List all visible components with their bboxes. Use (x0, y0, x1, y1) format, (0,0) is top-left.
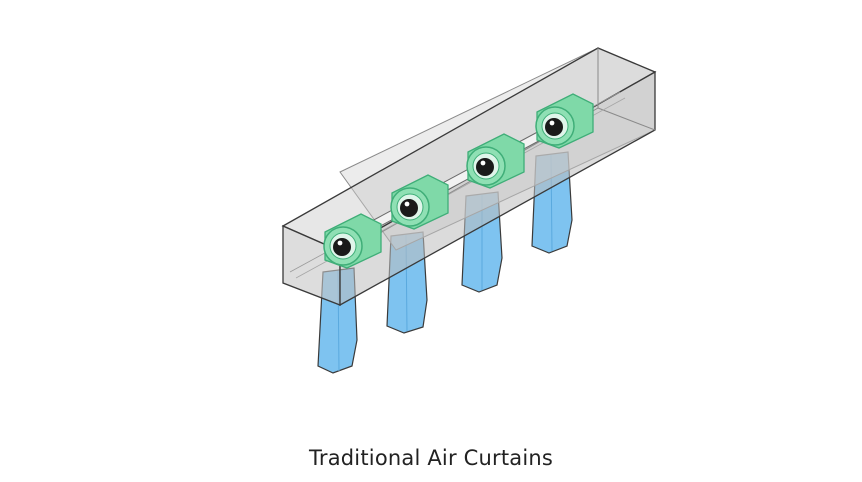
fan-2 (390, 174, 449, 230)
fan-units (323, 93, 594, 269)
fan-1 (323, 213, 382, 269)
fan-4 (535, 93, 594, 149)
diagram-caption: Traditional Air Curtains (308, 446, 554, 470)
air-curtain-diagram (281, 47, 657, 374)
fan-3 (466, 133, 525, 189)
